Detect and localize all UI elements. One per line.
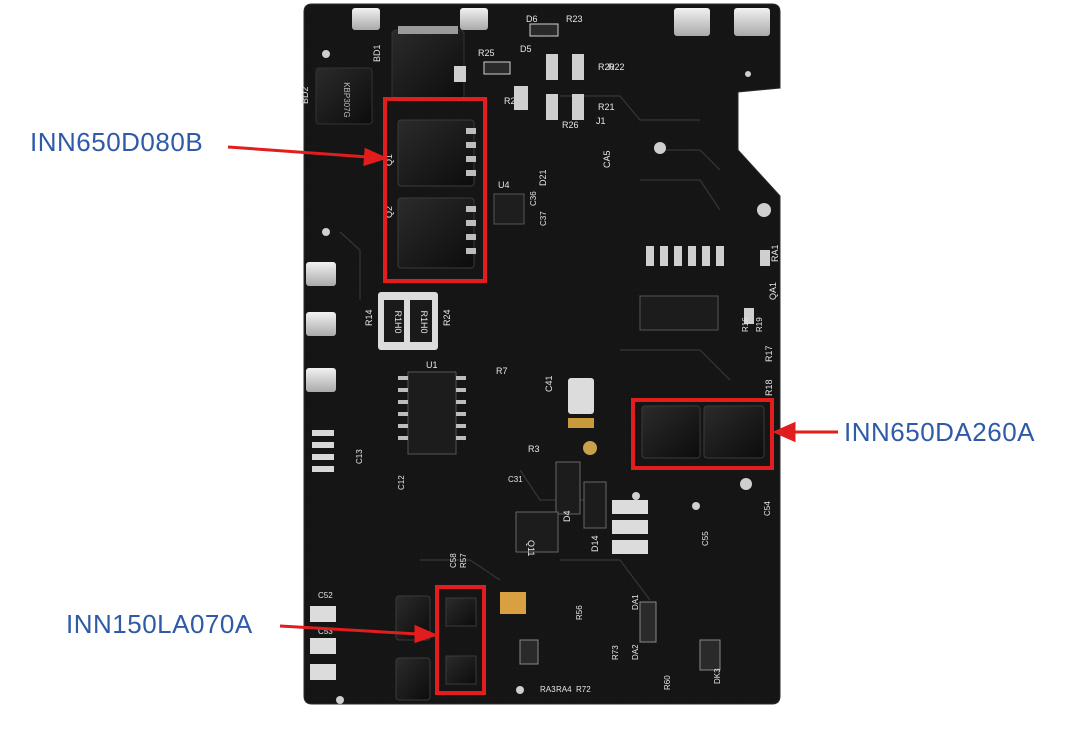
label-r17: R17 <box>764 345 774 362</box>
label-r23: R23 <box>566 14 583 24</box>
right-parts: R17 R18 RA1 CA5 QA1 R16 R19 <box>602 150 780 396</box>
label-c55: C55 <box>701 531 710 546</box>
label-d4: D4 <box>562 510 572 522</box>
label-c31: C31 <box>508 475 523 484</box>
label-c54: C54 <box>763 501 772 516</box>
gan-q5-q6 <box>641 405 765 459</box>
label-r24: R24 <box>442 309 452 326</box>
label-ca5: CA5 <box>602 150 612 168</box>
label-c13: C13 <box>355 449 364 464</box>
label-r27: R27 <box>504 96 521 106</box>
middle-parts: D4 D14 Q11 C41 C36 C37 C31 C12 C13 C54 C… <box>355 191 772 557</box>
label-r20: R20 <box>598 62 615 72</box>
label-j1: J1 <box>596 116 606 126</box>
label-ra3: RA3 <box>540 685 556 694</box>
ic-u1: U1 R7 R3 <box>398 360 540 455</box>
callout-inn150la070a: INN150LA070A <box>66 609 253 639</box>
label-c41: C41 <box>544 375 554 392</box>
highlights <box>383 97 774 695</box>
arrows <box>227 145 838 644</box>
callout-inn650d080b: INN650D080B <box>30 127 204 157</box>
callout-inn650da260a: INN650DA260A <box>844 417 1035 447</box>
label-d21: D21 <box>538 169 548 186</box>
bottom-parts: C52 C53 C58 R57 RA3 RA4 R72 R56 R73 R60 … <box>310 553 722 701</box>
label-ra4: RA4 <box>556 685 572 694</box>
top-pads <box>352 8 770 36</box>
label-d6: D6 <box>526 14 538 24</box>
label-r14: R14 <box>364 309 374 326</box>
label-u4: U4 <box>498 180 510 190</box>
label-c58: C58 <box>449 553 458 568</box>
label-da1: DA1 <box>631 594 640 610</box>
vias <box>322 50 771 704</box>
highlight-lower <box>435 585 486 695</box>
pcb-traces <box>339 95 731 601</box>
label-r21: R21 <box>598 102 615 112</box>
r14-marking: R1H0 <box>393 310 403 333</box>
label-r72: R72 <box>576 685 591 694</box>
shunt-resistors: R1H0 R1H0 R14 R24 <box>364 292 452 350</box>
label-dk3: DK3 <box>713 668 722 684</box>
controller-u4: U4 D21 <box>493 169 548 225</box>
highlight-q5-q6 <box>631 398 774 470</box>
label-q11: Q11 <box>526 540 536 556</box>
label-r7: R7 <box>496 366 508 376</box>
label-r25: R25 <box>478 48 495 58</box>
left-connectors <box>306 262 336 472</box>
label-u1: U1 <box>426 360 438 370</box>
label-bd1: BD1 <box>372 44 382 62</box>
gan-q1: Q1 <box>384 119 476 187</box>
arrow-line-1 <box>227 145 369 159</box>
label-qa1: QA1 <box>768 282 778 300</box>
bd2-marking: KBP307G <box>342 82 351 118</box>
label-d5: D5 <box>520 44 532 54</box>
label-q2: Q2 <box>384 206 394 218</box>
bridge-bd2: KBP307G BD2 <box>300 67 373 125</box>
label-r19: R19 <box>755 317 764 332</box>
label-da2: DA2 <box>631 644 640 660</box>
gan-q2: Q2 <box>384 197 476 269</box>
r24-marking: R1H0 <box>419 310 429 333</box>
highlight-q1-q2 <box>383 97 487 283</box>
label-d14: D14 <box>590 535 600 552</box>
label-r60: R60 <box>663 675 672 690</box>
label-r56: R56 <box>575 605 584 620</box>
label-c36: C36 <box>529 191 538 206</box>
label-ra1: RA1 <box>770 244 780 262</box>
label-c37: C37 <box>539 211 548 226</box>
arrow-head-1 <box>363 147 389 167</box>
label-r57: R57 <box>459 553 468 568</box>
label-r16: R16 <box>741 317 750 332</box>
label-bd2: BD2 <box>300 86 310 104</box>
label-r22: R22 <box>608 62 625 72</box>
pcb-board <box>303 3 781 705</box>
label-c53: C53 <box>318 627 333 636</box>
arrow-line-3 <box>279 624 419 636</box>
label-r3: R3 <box>528 444 540 454</box>
label-r26: R26 <box>562 120 579 130</box>
label-r18: R18 <box>764 379 774 396</box>
label-r73: R73 <box>611 645 620 660</box>
label-c12: C12 <box>397 475 406 490</box>
label-c52: C52 <box>318 591 333 600</box>
arrow-head-3 <box>414 624 439 644</box>
smd-top <box>454 23 584 120</box>
label-q1: Q1 <box>384 154 394 166</box>
arrow-head-2 <box>772 421 796 443</box>
